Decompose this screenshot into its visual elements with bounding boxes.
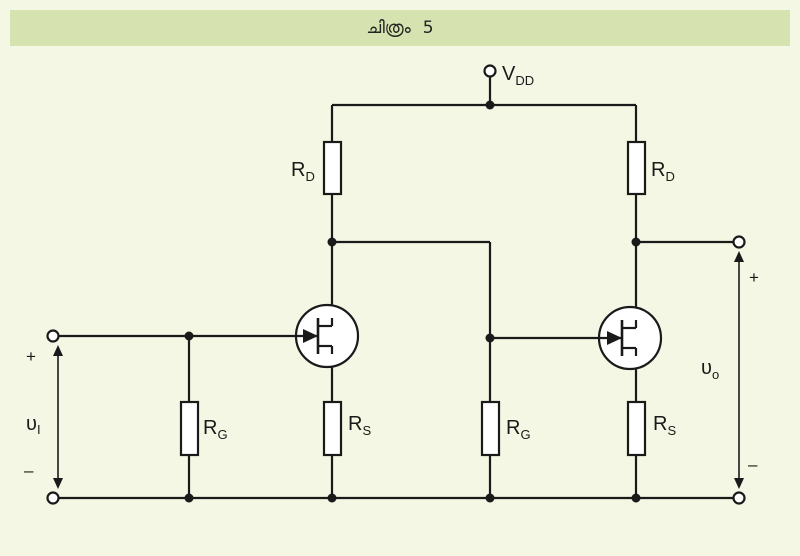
- output-terminal-top: [732, 235, 746, 249]
- figure-caption: ചിത്രം 5: [10, 10, 790, 46]
- resistor-rg-left: [179, 400, 200, 457]
- caption-number: 5: [422, 18, 434, 38]
- resistor-rs-right: [626, 400, 647, 457]
- junction-dots: [184, 100, 641, 503]
- label-vo: υo: [701, 357, 719, 382]
- input-voltage-arrow: [53, 345, 63, 489]
- wires: [58, 77, 734, 500]
- resistors: [179, 140, 647, 457]
- jfet-q1: [294, 303, 360, 369]
- label-rg-right: RG: [506, 417, 531, 442]
- output-terminal-bottom: [732, 491, 746, 505]
- jfet-q2: [597, 305, 663, 371]
- input-minus-sign: –: [24, 461, 34, 480]
- label-rg-left: RG: [203, 417, 228, 442]
- input-plus-sign: +: [26, 347, 36, 366]
- terminals: [46, 64, 746, 505]
- output-minus-sign: –: [748, 455, 758, 474]
- label-rs-right: RS: [653, 413, 676, 438]
- resistor-rd-right: [626, 140, 647, 196]
- resistor-rs-left: [322, 400, 343, 457]
- gate-arrow-q1: [303, 329, 318, 343]
- label-vi: υI: [26, 413, 41, 437]
- gate-arrow-q2: [607, 331, 622, 345]
- label-rs-left: RS: [348, 413, 371, 438]
- vdd-terminal: [483, 64, 497, 78]
- output-voltage-arrow: [734, 251, 744, 489]
- output-plus-sign: +: [749, 268, 759, 287]
- label-rd-left: RD: [291, 159, 315, 184]
- resistor-rg-right: [480, 400, 501, 457]
- caption-word: ചിത്രം: [366, 18, 411, 38]
- label-vdd: VDD: [502, 63, 534, 88]
- label-rd-right: RD: [651, 159, 675, 184]
- input-terminal-bottom: [46, 491, 60, 505]
- resistor-rd-left: [322, 140, 343, 196]
- input-terminal-top: [46, 329, 60, 343]
